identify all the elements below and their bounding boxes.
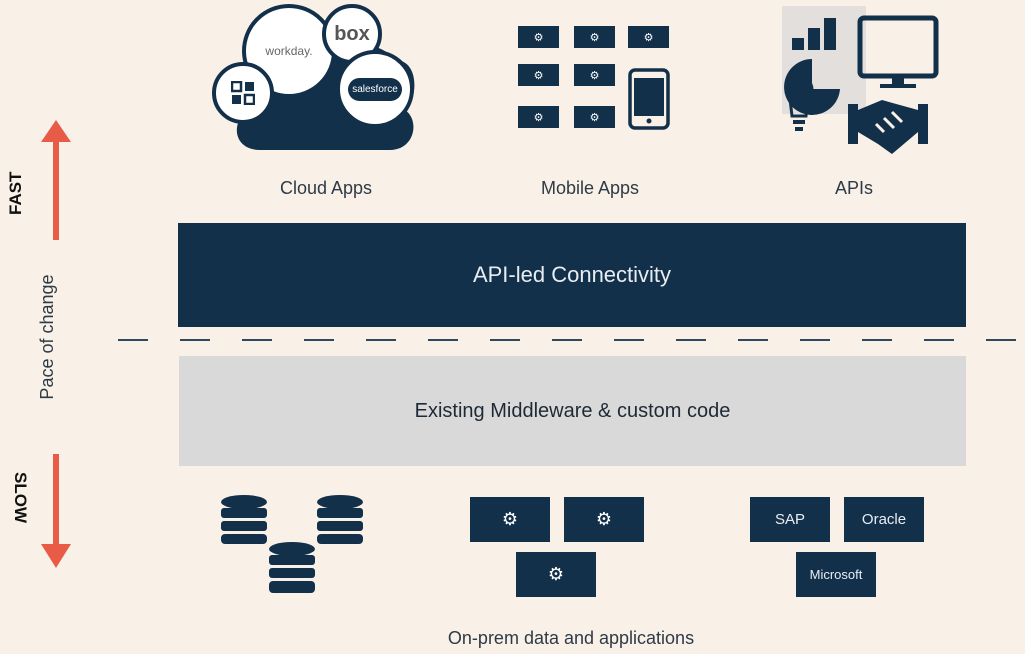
box-text: box [334,22,370,45]
app-server-box: ⚙ [516,552,596,597]
middleware-label: Existing Middleware & custom code [414,399,731,422]
slow-label: SLOW [11,472,30,523]
gear-icon: ⚙ [501,509,519,529]
mobile-apps-illustration: ⚙ ⚙ ⚙ ⚙ ⚙ ⚙ ⚙ [518,26,678,134]
app-server-box: ⚙ [564,497,644,542]
microsoft-box: Microsoft [796,552,876,597]
microsoft-label: Microsoft [809,567,863,582]
api-led-connectivity-label: API-led Connectivity [472,262,672,287]
api-led-connectivity-band: API-led Connectivity [178,223,966,327]
app-tile: ⚙ [574,106,615,128]
databases-illustration [221,495,363,593]
fast-label: FAST [6,171,25,215]
gear-icon: ⚙ [547,564,565,584]
gear-icon: ⚙ [589,31,600,44]
database-icon [269,542,315,593]
lightbulb-icon [784,75,814,118]
cloud-apps-illustration: workday. box salesforce [210,0,420,160]
apis-caption: APIs [834,178,874,198]
handshake-icon [848,100,928,154]
divider-dashed-line [118,339,1025,341]
qr-code-icon [212,62,274,124]
sap-box: SAP [750,497,830,542]
gear-icon: ⚙ [533,31,544,44]
salesforce-logo: salesforce [336,50,414,128]
fast-arrow-head [41,120,71,142]
app-tile: ⚙ [574,26,615,48]
gear-icon: ⚙ [589,69,600,82]
workday-text: workday. [265,44,313,58]
slow-arrow-head [41,544,71,568]
on-prem-caption: On-prem data and applications [447,628,695,648]
oracle-box: Oracle [844,497,924,542]
database-icon [317,495,363,544]
salesforce-text: salesforce [348,77,402,101]
slow-arrow-shaft [53,454,59,552]
apis-illustration [782,6,939,154]
bar-chart-icon [792,38,804,50]
oracle-label: Oracle [861,511,907,528]
gear-icon: ⚙ [643,31,654,44]
app-tile: ⚙ [628,26,669,48]
middleware-band: Existing Middleware & custom code [179,356,966,466]
app-tile: ⚙ [518,26,559,48]
smartphone-icon [628,68,670,130]
app-tile: ⚙ [518,64,559,86]
cloud-apps-caption: Cloud Apps [279,178,373,198]
fast-arrow-shaft [53,140,59,240]
app-tile: ⚙ [574,64,615,86]
pace-arrows [41,120,71,568]
app-tile: ⚙ [518,106,559,128]
gear-icon: ⚙ [595,509,613,529]
database-icon [221,495,267,544]
app-server-box: ⚙ [470,497,550,542]
gear-icon: ⚙ [589,111,600,124]
gear-icon: ⚙ [533,69,544,82]
mobile-apps-caption: Mobile Apps [540,178,640,198]
pie-chart-icon [784,59,840,115]
monitor-icon [857,15,939,79]
pace-of-change-label: Pace of change [37,274,57,400]
sap-label: SAP [774,511,805,528]
gear-icon: ⚙ [533,111,544,124]
